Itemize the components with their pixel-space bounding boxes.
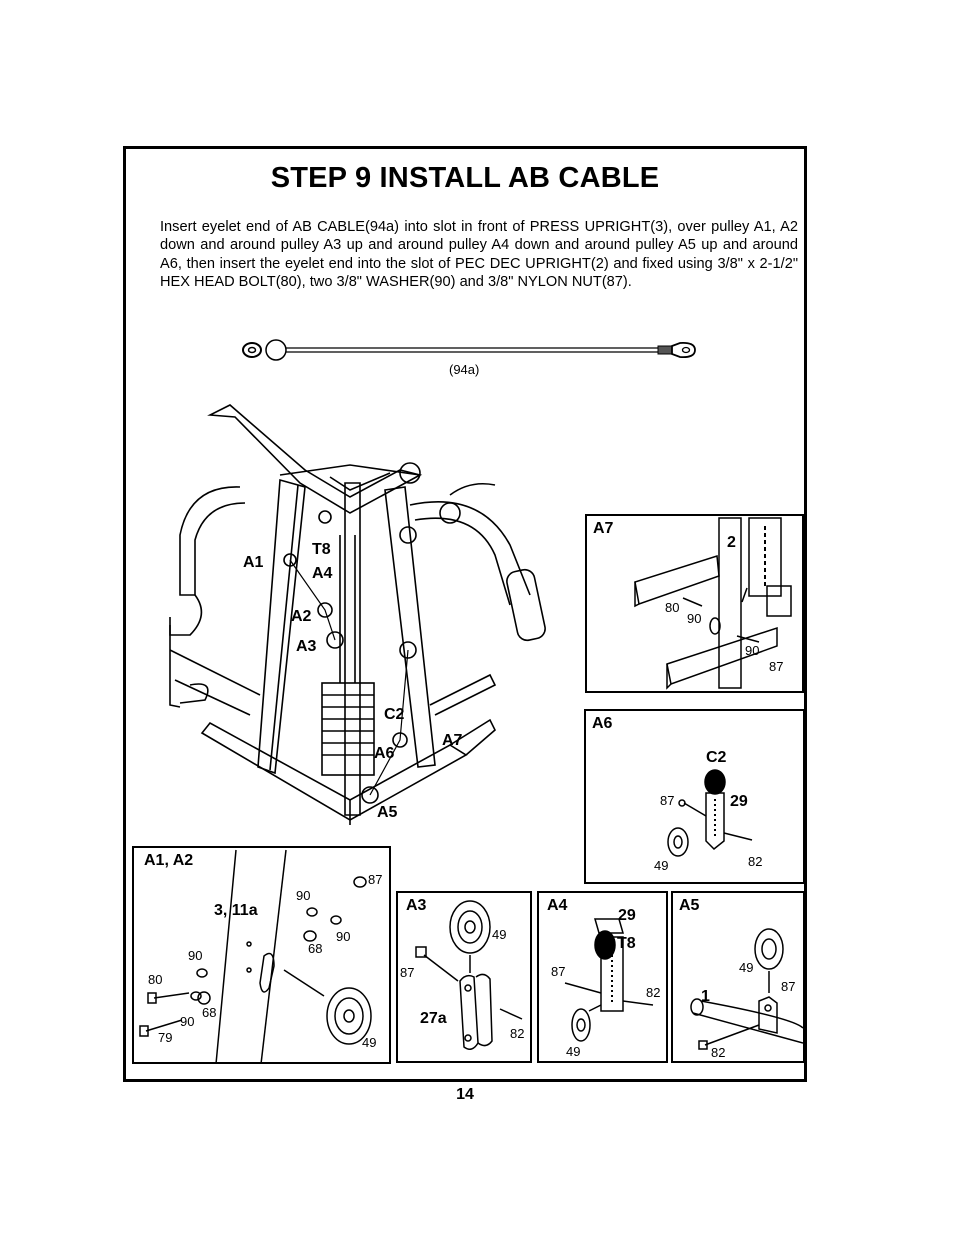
panel-a3-part-82: 82 [510,1026,525,1041]
page-title: STEP 9 INSTALL AB CABLE [270,162,660,194]
panel-a7-part-2: 2 [727,534,736,551]
panel-a1-a2-part-68a: 68 [308,941,323,956]
page-frame [123,146,807,1082]
panel-a4-part-49: 49 [566,1044,581,1059]
label-a7: A7 [442,732,463,749]
label-c2: C2 [384,706,405,723]
label-a2: A2 [291,608,312,625]
panel-a6-title: A6 [592,715,613,732]
label-a6: A6 [374,745,395,762]
cable-part-label: (94a) [449,362,480,377]
panel-a6-c2: C2 [706,749,727,766]
panel-a1-a2-part-79: 79 [158,1030,173,1045]
detail-panel-a1-a2: A1, A2 3, 11a 87 90 68 90 90 80 90 68 79… [132,846,391,1064]
panel-a6-part-29: 29 [730,793,748,810]
label-a4: A4 [312,565,333,582]
label-a1: A1 [243,554,264,571]
panel-a3-part-87: 87 [400,965,415,980]
panel-a5-part-1: 1 [701,988,710,1005]
detail-panel-a6: A6 C2 29 87 49 82 [584,709,805,884]
panel-a4-part-87: 87 [551,964,566,979]
label-a3: A3 [296,638,317,655]
panel-a1-a2-part-68b: 68 [202,1005,217,1020]
panel-a1-a2-part-90d: 90 [180,1014,195,1029]
panel-a6-part-49: 49 [654,858,669,873]
panel-a4-title: A4 [547,897,568,914]
panel-a6-part-87: 87 [660,793,675,808]
panel-a7-part-90a: 90 [687,611,702,626]
panel-a3-title: A3 [406,897,427,914]
panel-a1-a2-part-49: 49 [362,1035,377,1050]
label-a5: A5 [377,804,398,821]
instruction-text: Insert eyelet end of AB CABLE(94a) into … [160,219,798,290]
gym-assembly-drawing [169,404,546,825]
panel-a5-part-87: 87 [781,979,796,994]
label-t8: T8 [312,541,331,558]
panel-a1-a2-part-90c: 90 [188,948,203,963]
panel-a5-part-82: 82 [711,1045,726,1060]
panel-a1-a2-part-90a: 90 [296,888,311,903]
page-number: 14 [456,1086,474,1103]
panel-a5-part-49: 49 [739,960,754,975]
panel-a5-title: A5 [679,897,700,914]
panel-a1-a2-part-90b: 90 [336,929,351,944]
panel-a3-part-27a: 27a [420,1010,447,1027]
panel-a4-part-82: 82 [646,985,661,1000]
panel-a6-part-82: 82 [748,854,763,869]
panel-a7-part-80: 80 [665,600,680,615]
panel-a1-a2-part-3-11a: 3, 11a [214,902,258,919]
panel-a7-part-87: 87 [769,659,784,674]
panel-a4-part-29: 29 [618,907,636,924]
panel-a7-title: A7 [593,520,614,537]
panel-a3-part-49: 49 [492,927,507,942]
ab-cable-illustration [242,339,696,361]
detail-panel-a7: A7 2 80 90 90 87 [585,514,804,693]
detail-panel-a3: A3 49 87 27a 82 [396,891,532,1063]
detail-panel-a4: A4 29 T8 87 82 49 [537,891,668,1063]
panel-a1-a2-part-87: 87 [368,872,383,887]
panel-a7-part-90b: 90 [745,643,760,658]
panel-a1-a2-title: A1, A2 [144,852,194,869]
panel-a4-t8: T8 [617,935,636,952]
detail-panel-a5: A5 49 1 87 82 [671,891,805,1063]
panel-a1-a2-part-80: 80 [148,972,163,987]
